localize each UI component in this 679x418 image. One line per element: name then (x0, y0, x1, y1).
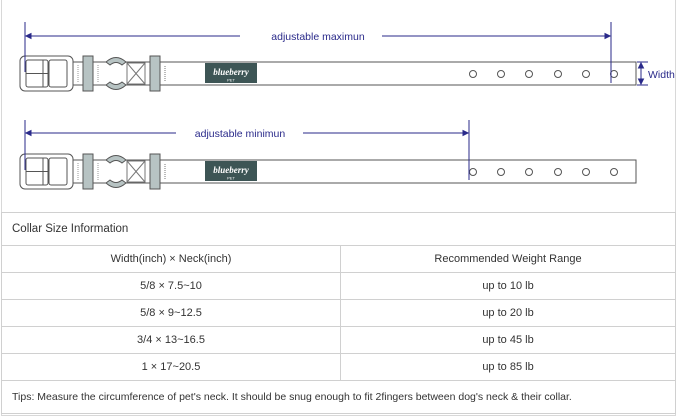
size-cell: 5/8 × 9~12.5 (1, 299, 341, 327)
width-dimension (637, 61, 648, 86)
brand-logo (205, 63, 257, 83)
header-weight: Recommended Weight Range (340, 245, 676, 273)
brand-sub-text: PET (227, 78, 235, 83)
max-label: adjustable maximun (271, 31, 365, 43)
collar-max: blueberry PET (19, 55, 637, 92)
brand-logo (205, 161, 257, 181)
size-cell: 1 × 17~20.5 (1, 353, 341, 381)
arrow-right-icon (604, 32, 612, 40)
weight-cell: up to 45 lb (340, 326, 676, 354)
size-table: Collar Size Information Width(inch) × Ne… (1, 212, 676, 414)
arrow-right-icon (462, 129, 470, 137)
collar-min: blueberry PET (19, 153, 637, 190)
arrow-left-icon (24, 32, 32, 40)
brand-logo-text: blueberry (213, 67, 250, 77)
min-label: adjustable minimun (195, 128, 286, 140)
min-dimension (24, 120, 470, 180)
tips-text: Tips: Measure the circumference of pet's… (1, 380, 676, 414)
size-cell: 3/4 × 13~16.5 (1, 326, 341, 354)
table-title: Collar Size Information (1, 212, 676, 246)
weight-cell: up to 20 lb (340, 299, 676, 327)
arrow-left-icon (24, 129, 32, 137)
header-size: Width(inch) × Neck(inch) (1, 245, 341, 273)
weight-cell: up to 85 lb (340, 353, 676, 381)
brand-sub-text: PET (227, 176, 235, 181)
collar-diagram: blueberry PET adjustable maximun Width (19, 22, 675, 190)
weight-cell: up to 10 lb (340, 272, 676, 300)
brand-logo-text: blueberry (213, 165, 250, 175)
table-header: Width(inch) × Neck(inch) Recommended Wei… (1, 245, 676, 273)
size-cell: 5/8 × 7.5~10 (1, 272, 341, 300)
width-label: Width (648, 69, 675, 81)
max-dimension (24, 22, 612, 83)
